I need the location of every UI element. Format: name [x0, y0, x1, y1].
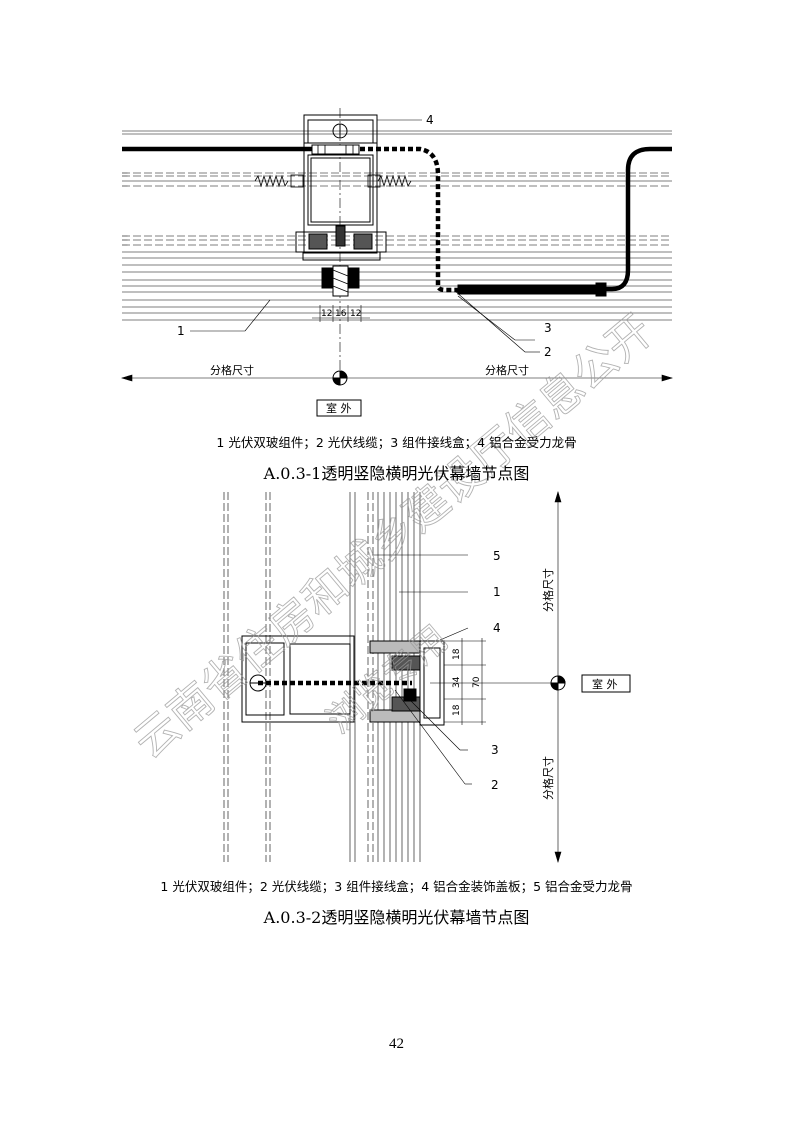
callout-4: 4 — [426, 113, 434, 127]
pv-cable-loop — [360, 146, 458, 293]
dim-16: 16 — [335, 309, 347, 319]
figure-2-legend: 1 光伏双玻组件；2 光伏线缆；3 组件接线盒；4 铝合金装饰盖板；5 铝合金受… — [160, 879, 633, 894]
page-number: 42 — [389, 1036, 404, 1052]
callout-3: 3 — [491, 743, 499, 757]
pv-cable-right — [606, 146, 672, 292]
figure-2-drawing: 5 1 4 3 2 18 34 70 18 分格尺寸 分格尺寸 室 外 — [223, 490, 631, 864]
callout-3: 3 — [544, 321, 552, 335]
dimension-fig1 — [120, 305, 674, 382]
spring-fixings — [254, 174, 412, 188]
exterior-label: 室 外 — [592, 677, 618, 691]
callout-5: 5 — [493, 549, 501, 563]
callout-leaders-fig1 — [190, 119, 540, 353]
dim-12-left: 12 — [321, 309, 332, 319]
dim-18-bottom: 18 — [452, 704, 462, 716]
span-label-left: 分格尺寸 — [210, 363, 254, 377]
watermark: 云南省住房和城乡建设厅信息公开 浏览专用 — [124, 305, 663, 769]
span-label-bottom: 分格尺寸 — [541, 756, 555, 800]
span-label-top: 分格尺寸 — [541, 568, 555, 612]
section-marker-fig2 — [550, 674, 631, 693]
junction-box-fig2 — [403, 688, 417, 702]
aluminum-mullion — [295, 108, 387, 375]
callout-1: 1 — [177, 324, 185, 338]
dim-34: 34 — [452, 676, 462, 688]
callout-leaders-fig2 — [372, 554, 472, 785]
callout-2: 2 — [544, 345, 552, 359]
glass-panel-lines — [122, 130, 672, 321]
dim-18-top: 18 — [452, 648, 462, 660]
aluminum-transom — [241, 635, 558, 726]
dim-70: 70 — [472, 676, 482, 688]
section-marker-fig1 — [316, 370, 362, 417]
figure-1-drawing: 4 1 3 2 12 16 12 分格尺寸 分格尺寸 室 外 — [120, 108, 674, 417]
junction-box — [457, 284, 597, 295]
figure-2-caption: A.0.3-2透明竖隐横明光伏幕墙节点图 — [263, 908, 530, 927]
callout-1: 1 — [493, 585, 501, 599]
span-label-right: 分格尺寸 — [485, 363, 529, 377]
figure-1-legend: 1 光伏双玻组件；2 光伏线缆；3 组件接线盒；4 铝合金受力龙骨 — [216, 435, 577, 450]
watermark-subtext: 浏览专用 — [319, 618, 456, 742]
dim-12-right: 12 — [350, 309, 361, 319]
callout-4: 4 — [493, 621, 501, 635]
figure-1-caption: A.0.3-1透明竖隐横明光伏幕墙节点图 — [263, 464, 530, 483]
callout-2: 2 — [491, 778, 499, 792]
exterior-label: 室 外 — [326, 401, 352, 415]
